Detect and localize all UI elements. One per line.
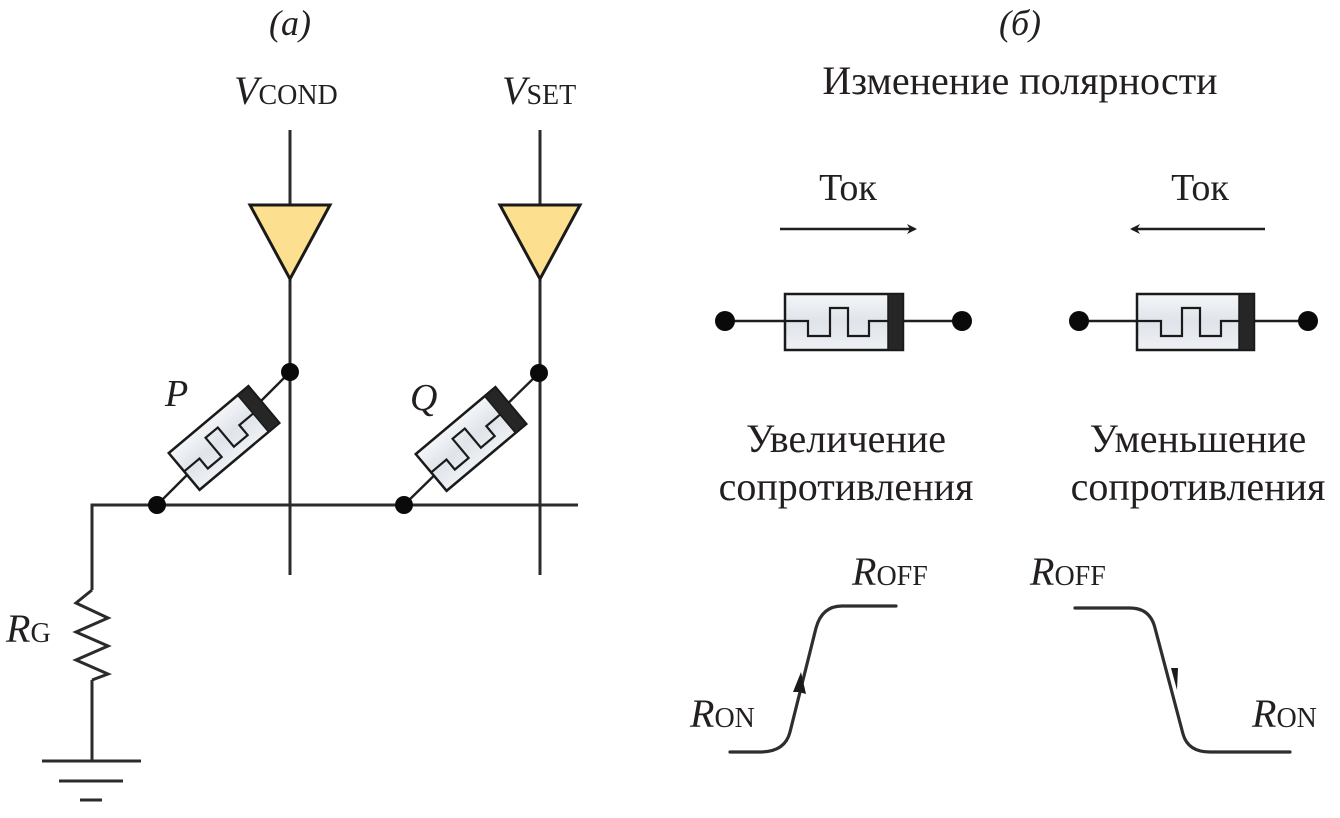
memristor-p	[148, 363, 299, 514]
panel-a: (a) VCOND VSET RG	[5, 3, 583, 802]
resistance-rise-curve	[728, 604, 898, 754]
caption-right-line2: сопротивления	[1071, 464, 1326, 509]
caption-left-line1: Увеличение	[746, 416, 946, 461]
v-cond-label: VCOND	[234, 68, 338, 113]
resistor-rg-label: RG	[5, 606, 51, 651]
resistor-rg-icon	[72, 588, 112, 682]
v-cond-driver-icon	[247, 203, 333, 283]
resistance-fall-curve	[1073, 606, 1292, 754]
current-label-right: Ток	[1171, 167, 1229, 209]
caption-left-line2: сопротивления	[719, 464, 974, 509]
curve-up-arrow-icon	[793, 672, 806, 694]
memristor-p-label: P	[164, 373, 188, 415]
curve-down-arrow-icon	[1171, 668, 1178, 690]
panel-b-label: (б)	[999, 3, 1041, 43]
v-set-label: VSET	[502, 68, 576, 113]
row-wire	[90, 503, 578, 590]
memristor-q	[395, 364, 548, 514]
caption-right-line1: Уменьшение	[1090, 416, 1307, 461]
ron-label-right: RON	[1251, 691, 1317, 736]
panel-b-title: Изменение полярности	[822, 58, 1217, 103]
panel-a-label: (a)	[269, 3, 311, 43]
roff-label-left: ROFF	[851, 549, 928, 594]
memristor-q-label: Q	[410, 377, 437, 419]
roff-label-right: ROFF	[1029, 549, 1106, 594]
ground-icon	[42, 756, 141, 802]
v-set-driver-icon	[497, 203, 583, 283]
panel-b: (б) Изменение полярности Ток Увеличение …	[689, 3, 1326, 754]
ron-label-left: RON	[689, 691, 755, 736]
memristor-horizontal-right	[1069, 292, 1318, 352]
memristor-horizontal-left	[715, 292, 972, 352]
current-label-left: Ток	[819, 167, 877, 209]
